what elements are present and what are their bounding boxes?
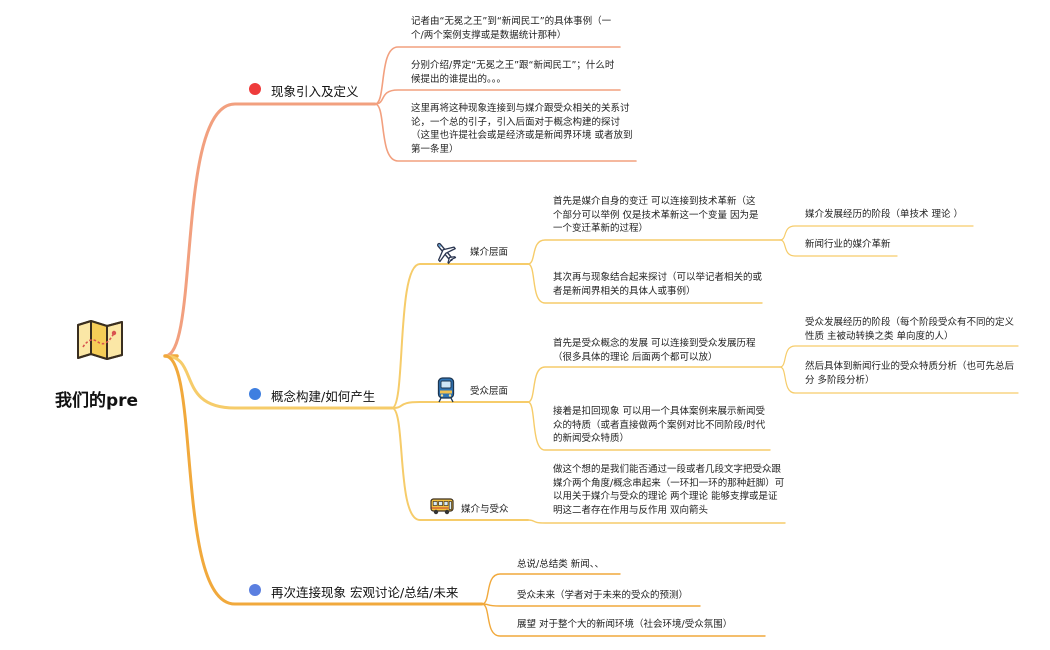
- media-item-1-line: [527, 239, 781, 265]
- leaf-line-3: [374, 103, 637, 162]
- branch-dot-blue: [249, 388, 261, 400]
- media-item-2[interactable]: 其次再与现象结合起来探讨（可以举记者相关的或者是新闻界相关的具体人或事例）: [553, 272, 763, 297]
- branch-1-leaf-2[interactable]: 分别介绍/界定“无冕之王”跟“新闻民工”；什么时候提出的谁提出的。。。: [411, 60, 615, 85]
- audience-item-1-line: [527, 366, 781, 403]
- sub-media-audience-label[interactable]: 媒介与受众: [461, 504, 509, 515]
- audience-item-1[interactable]: 首先是受众概念的发展 可以连接到受众发展历程（很多具体的理论 后面两个都可以放）: [553, 338, 756, 363]
- branch-2-label[interactable]: 概念构建/如何产生: [271, 389, 376, 404]
- media-item-2-line: [527, 263, 763, 304]
- train-icon: [437, 377, 455, 407]
- branch-1-label[interactable]: 现象引入及定义: [271, 84, 359, 99]
- folded-map-icon: [76, 320, 124, 364]
- sub-media-label[interactable]: 媒介层面: [470, 247, 509, 258]
- sub-line-media-audience: [391, 407, 529, 521]
- audience-item-2[interactable]: 接着是扣回现象 可以用一个具体案例来展示新闻受众的特质（或者直接做两个案例对比不…: [553, 406, 766, 444]
- media-audience-item-line: [527, 519, 786, 524]
- branch-dot-blue-2: [249, 584, 261, 596]
- sub-line-audience: [391, 401, 529, 409]
- branch-1-line: [163, 102, 377, 358]
- audience-child-2[interactable]: 然后具体到新闻行业的受众特质分析（也可先总后分 多阶段分析）: [805, 361, 1015, 386]
- media-child-1-line: [779, 225, 974, 241]
- audience-child-1-line: [779, 345, 1019, 368]
- audience-child-2-line: [779, 366, 1019, 394]
- branch-3-leaf-2[interactable]: 受众未来（学者对于未来的受众的预测）: [517, 590, 689, 601]
- branch-1-leaf-1[interactable]: 记者由“无冕之王”到“新闻民工”的具体事例（一个/两个案例支撑或是数据统计那种）: [411, 16, 612, 41]
- audience-child-1[interactable]: 受众发展经历的阶段（每个阶段受众有不同的定义性质 主被动转换之类 单向度的人）: [805, 317, 1015, 342]
- leaf-line-1: [374, 46, 621, 105]
- media-child-1[interactable]: 媒介发展经历的阶段（单技术 理论 ）: [805, 209, 964, 220]
- branch-dot-red: [249, 83, 261, 95]
- b3-leaf-2-line: [481, 603, 701, 607]
- branch-2-line: [163, 354, 394, 410]
- branch-3-leaf-1[interactable]: 总说/总结类 新闻、、: [517, 559, 604, 570]
- sub-audience-label[interactable]: 受众层面: [470, 386, 509, 397]
- media-child-2[interactable]: 新闻行业的媒介革新: [805, 239, 891, 250]
- branch-1-leaf-3[interactable]: 这里再将这种现象连接到与媒介跟受众相关的关系讨论，一个总的引子，引入后面对于概念…: [411, 103, 633, 155]
- media-audience-item-1[interactable]: 做这个想的是我们能否通过一段或者几段文字把受众跟媒介两个角度/概念串起来（一环扣…: [553, 464, 785, 516]
- b3-leaf-3-line: [481, 603, 766, 637]
- leaf-line-2: [374, 89, 621, 105]
- media-item-1[interactable]: 首先是媒介自身的变迁 可以连接到技术革新（这个部分可以举例 仅是技术革新这一个变…: [553, 196, 759, 234]
- root-title[interactable]: 我们的pre: [55, 391, 139, 411]
- airplane-icon: [433, 240, 457, 268]
- branch-3-label[interactable]: 再次连接现象 宏观讨论/总结/未来: [271, 585, 459, 600]
- sub-line-media: [391, 263, 529, 409]
- b3-leaf-1-line: [481, 573, 621, 605]
- media-child-2-line: [779, 239, 898, 257]
- audience-item-2-line: [527, 401, 771, 451]
- branch-3-leaf-3[interactable]: 展望 对于整个大的新闻环境（社会环境/受众氛围）: [517, 619, 733, 630]
- bus-icon: [430, 497, 454, 519]
- branch-3-line: [163, 354, 484, 606]
